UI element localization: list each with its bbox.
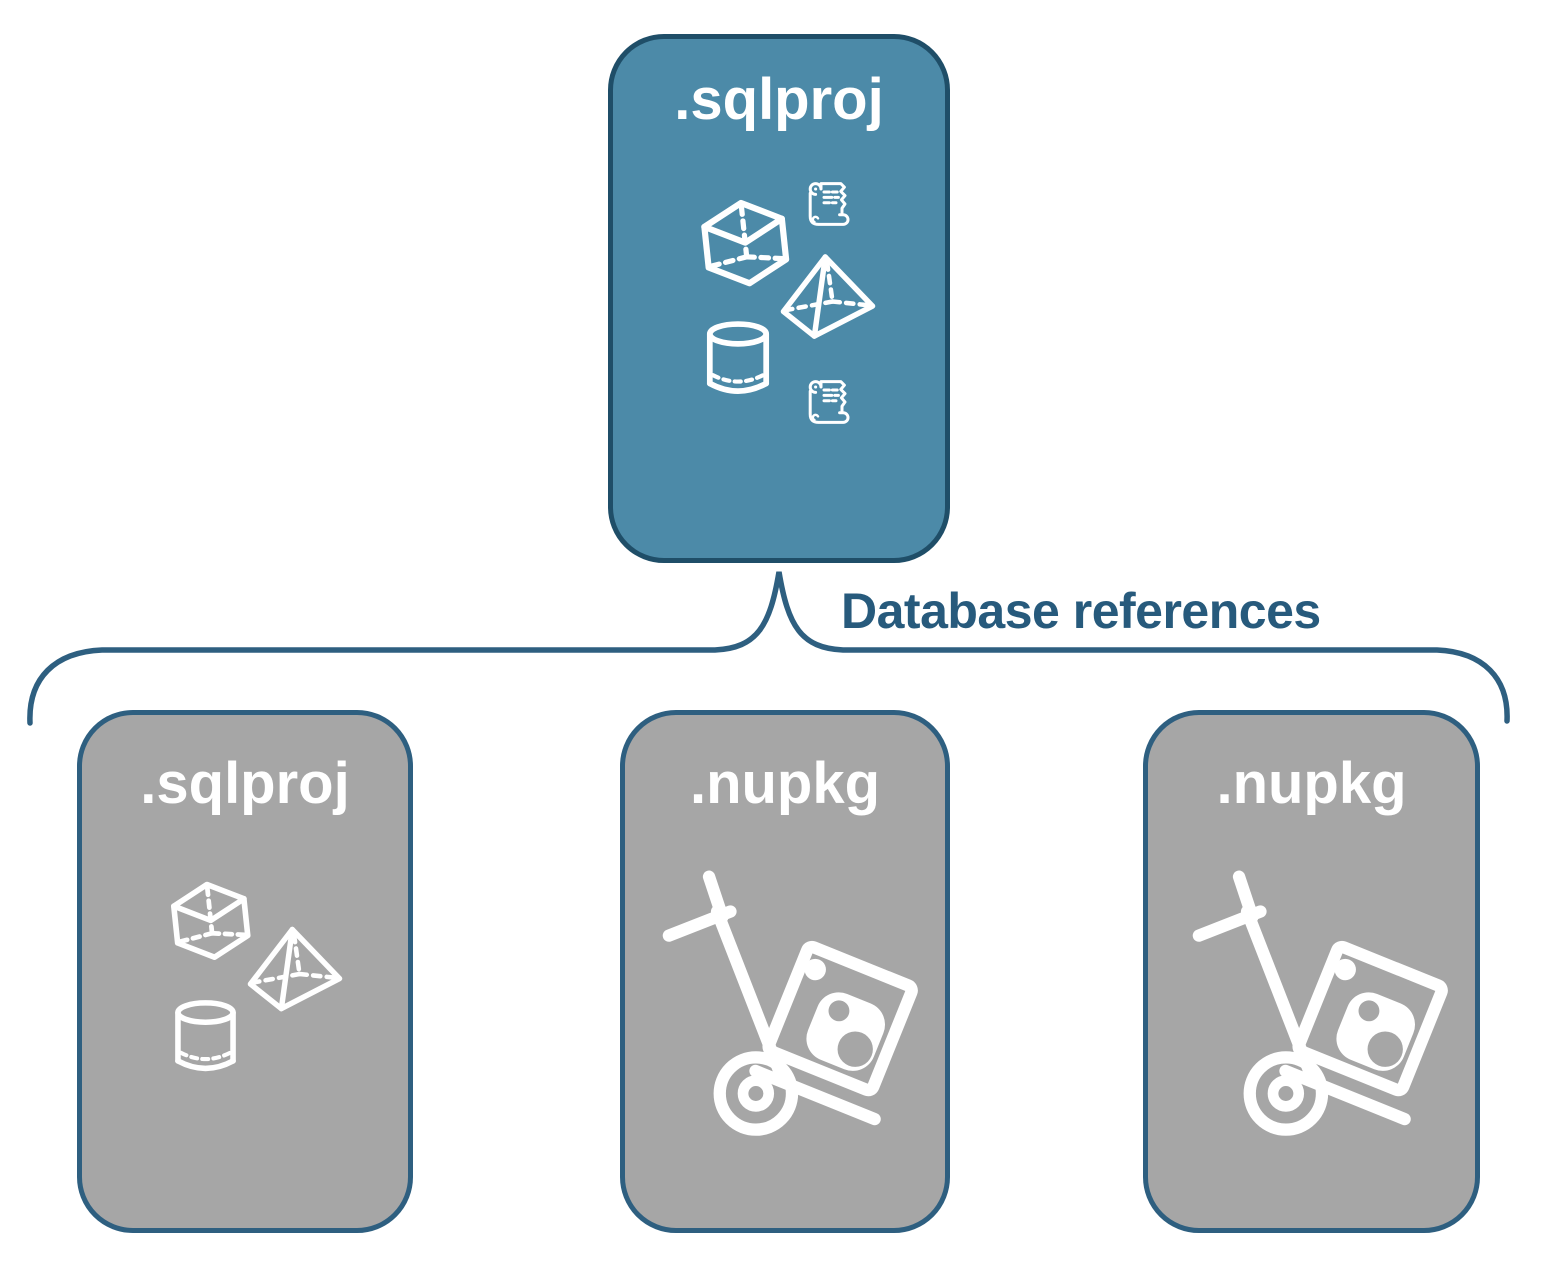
cylinder-icon <box>172 998 239 1080</box>
node-root-sqlproj: .sqlproj <box>608 34 950 563</box>
node-title: .nupkg <box>689 751 881 816</box>
scroll-icon <box>800 173 860 235</box>
node-title: .sqlproj <box>674 67 884 132</box>
node-child-nupkg: .nupkg <box>1143 710 1480 1233</box>
pyramid-icon <box>778 251 878 343</box>
nuget-handtruck-icon <box>658 858 926 1139</box>
node-title: .sqlproj <box>140 751 350 816</box>
pyramid-icon <box>245 923 345 1016</box>
connector-label: Database references <box>841 583 1321 639</box>
cylinder-icon <box>703 321 773 401</box>
node-child-sqlproj: .sqlproj <box>77 710 413 1233</box>
nuget-handtruck-icon <box>1188 858 1456 1139</box>
node-title: .nupkg <box>1216 751 1407 816</box>
node-child-nupkg: .nupkg <box>620 710 950 1233</box>
scroll-icon <box>800 371 860 433</box>
